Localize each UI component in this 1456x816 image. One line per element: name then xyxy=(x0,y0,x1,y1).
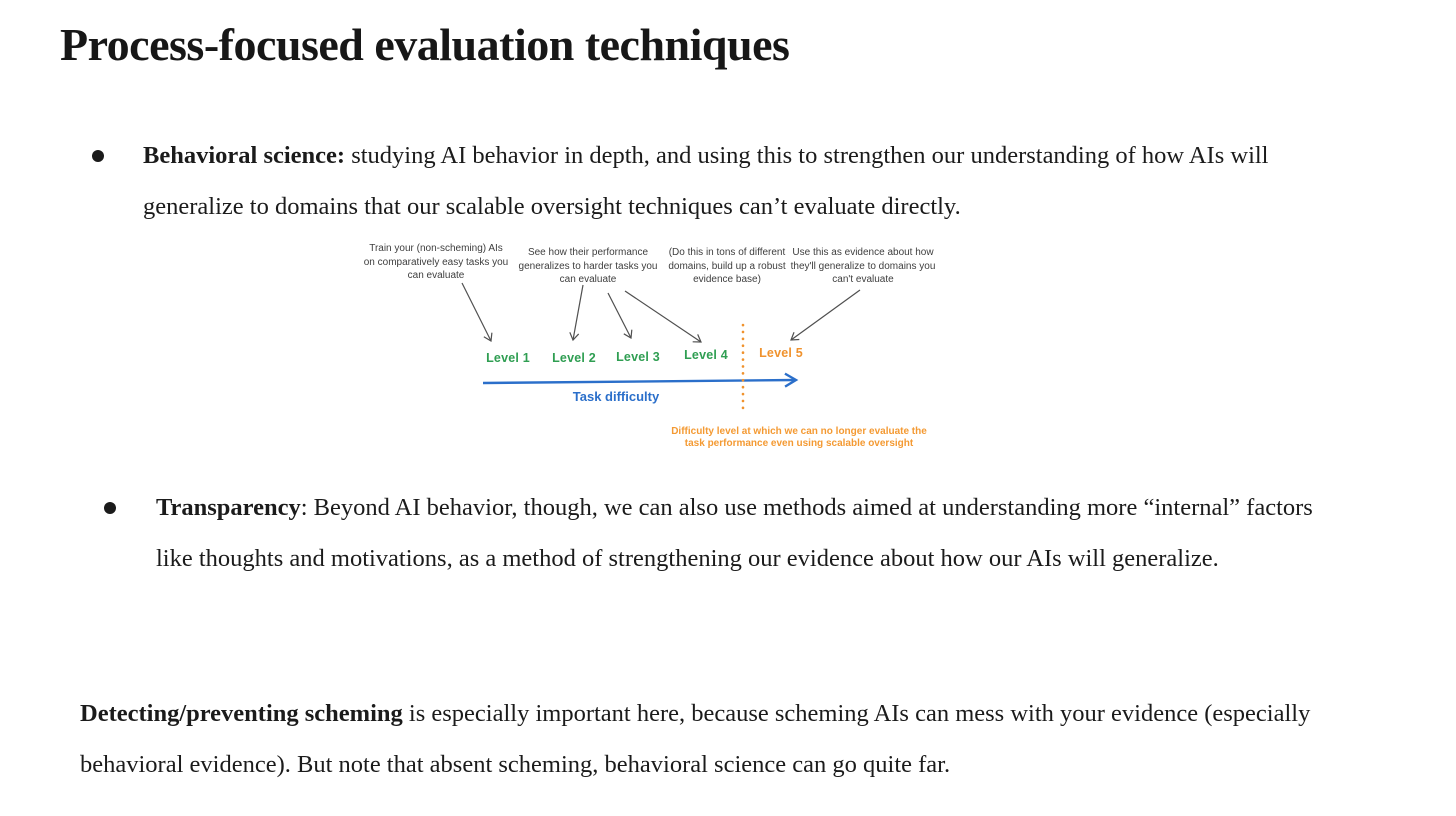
bullet-body: studying AI behavior in depth, and using… xyxy=(143,142,1269,220)
page-title: Process-focused evaluation techniques xyxy=(60,19,790,70)
closing-paragraph: Detecting/preventing scheming is especia… xyxy=(80,688,1342,790)
diagram-annotation-evidence: Use this as evidence about how they'll g… xyxy=(790,247,936,285)
bullet-body: : Beyond AI behavior, though, we can als… xyxy=(156,494,1313,572)
annotation-arrow-to-level2 xyxy=(569,284,584,342)
bullet-item-behavioral-science: Behavioral science: studying AI behavior… xyxy=(92,130,1328,232)
bullet-text-transparency: Transparency: Beyond AI behavior, though… xyxy=(156,482,1331,584)
bullet-lead: Transparency xyxy=(156,494,301,521)
level-5-label: Level 5 xyxy=(759,346,803,360)
annotation-arrow-to-level1 xyxy=(461,282,493,342)
task-difficulty-axis-label: Task difficulty xyxy=(572,389,660,404)
bullet-item-transparency: Transparency: Beyond AI behavior, though… xyxy=(104,482,1331,584)
bullet-marker xyxy=(92,150,104,162)
bullet-marker xyxy=(104,502,116,514)
diagram-annotation-generalize: See how their performance generalizes to… xyxy=(518,247,658,285)
bullet-text-behavioral-science: Behavioral science: studying AI behavior… xyxy=(143,130,1328,232)
closing-body: is especially important here, because sc… xyxy=(80,700,1311,778)
behavioral-science-diagram: Train your (non-scheming) AIs on compara… xyxy=(360,237,942,457)
threshold-caption: Difficulty level at which we can no long… xyxy=(671,426,927,449)
annotation-arrow-to-level3 xyxy=(607,292,633,339)
level-1-label: Level 1 xyxy=(486,351,530,365)
task-difficulty-axis-arrow xyxy=(482,372,799,388)
closing-lead: Detecting/preventing scheming xyxy=(80,700,403,727)
annotation-arrow-to-level5 xyxy=(790,289,861,341)
level-4-label: Level 4 xyxy=(684,348,728,362)
bullet-lead: Behavioral science: xyxy=(143,142,346,169)
annotation-arrow-to-level4 xyxy=(624,290,702,343)
level-2-label: Level 2 xyxy=(552,351,596,365)
diagram-arrows-canvas xyxy=(461,282,861,415)
level-3-label: Level 3 xyxy=(616,350,660,364)
diagram-annotation-domains: (Do this in tons of different domains, b… xyxy=(668,247,786,285)
diagram-annotation-train: Train your (non-scheming) AIs on compara… xyxy=(363,243,509,281)
